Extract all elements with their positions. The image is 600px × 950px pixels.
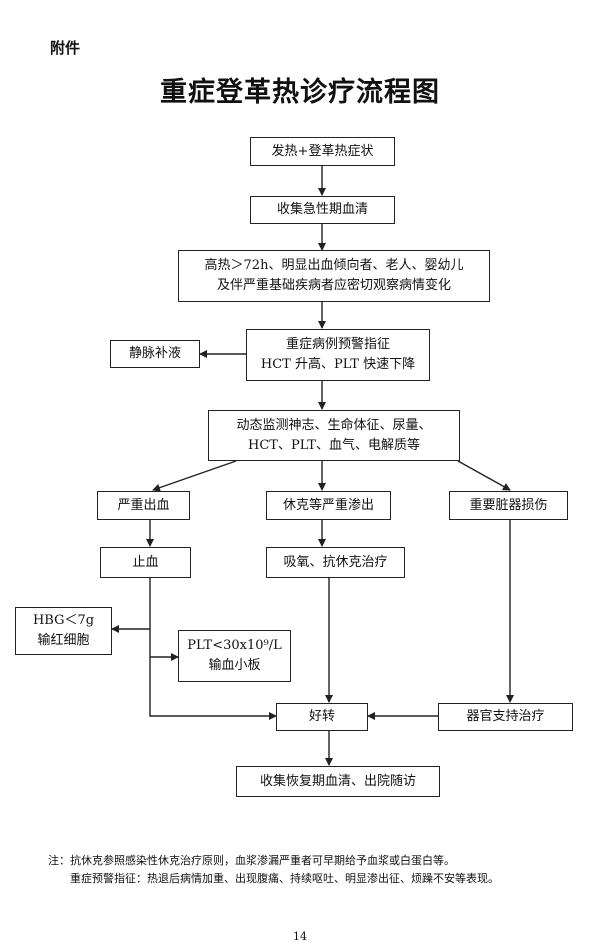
- footnote-line-2: 重症预警指征：热退后病情加重、出现腹痛、持续呕吐、明显渗出征、烦躁不安等表现。: [70, 872, 499, 885]
- platelet-line-1: PLT<30x10⁹/L: [187, 638, 282, 653]
- warning-line-1: 重症病例预警指征: [285, 337, 390, 352]
- footnote-line-1: 注：抗休克参照感染性休克治疗原则，血浆渗漏严重者可早期给予血浆或白蛋白等。: [48, 854, 455, 867]
- observation-line-1: 高热＞72h、明显出血倾向者、老人、婴幼儿: [204, 258, 464, 273]
- observation-criteria-box: 高热＞72h、明显出血倾向者、老人、婴幼儿 及伴严重基础疾病者应密切观察病情变化: [178, 250, 490, 302]
- organ-support-label: 器官支持治疗: [466, 709, 545, 724]
- platelet-line-2: 输血小板: [208, 658, 261, 673]
- recovery-followup-label: 收集恢复期血清、出院随访: [259, 773, 416, 789]
- iv-fluids-label: 静脉补液: [128, 346, 181, 361]
- hemostasis-box: 止血: [100, 547, 191, 578]
- organ-damage-label: 重要脏器损伤: [469, 497, 548, 513]
- anti-shock-box: 吸氧、抗休克治疗: [266, 547, 405, 578]
- page-number: 14: [293, 930, 307, 943]
- organ-damage-box: 重要脏器损伤: [449, 491, 568, 520]
- severe-bleeding-box: 严重出血: [97, 491, 190, 520]
- hbg-line-2: 输红细胞: [37, 633, 90, 648]
- hbg-transfusion-box: HBG＜7g 输红细胞: [15, 607, 112, 655]
- severe-leakage-box: 休克等严重渗出: [266, 491, 391, 520]
- dynamic-monitoring-box: 动态监测神志、生命体征、尿量、 HCT、PLT、血气、电解质等: [208, 410, 460, 461]
- collect-acute-serum-box: 收集急性期血清: [250, 196, 395, 224]
- anti-shock-label: 吸氧、抗休克治疗: [283, 554, 388, 570]
- arrow-monitor-to-organ: [457, 460, 511, 491]
- recovery-followup-box: 收集恢复期血清、出院随访: [236, 766, 440, 797]
- improvement-label: 好转: [308, 709, 335, 724]
- fever-symptoms-label: 发热+登革热症状: [271, 143, 374, 159]
- warning-line-2: HCT 升高、PLT 快速下降: [260, 357, 416, 372]
- improvement-box: 好转: [276, 703, 368, 731]
- page-title: 重症登革热诊疗流程图: [160, 77, 440, 108]
- organ-support-box: 器官支持治疗: [438, 703, 573, 731]
- attachment-label: 附件: [50, 39, 81, 57]
- monitoring-line-1: 动态监测神志、生命体征、尿量、: [236, 417, 432, 433]
- hemostasis-label: 止血: [132, 554, 159, 570]
- iv-fluids-box: 静脉补液: [110, 340, 200, 368]
- arrow-monitor-to-bleeding: [152, 460, 237, 492]
- warning-signs-box: 重症病例预警指征 HCT 升高、PLT 快速下降: [246, 329, 430, 381]
- collect-acute-serum-label: 收集急性期血清: [276, 202, 368, 217]
- line-hemostasis-down: [149, 578, 277, 720]
- severe-bleeding-label: 严重出血: [117, 497, 170, 513]
- hbg-line-1: HBG＜7g: [32, 613, 95, 628]
- monitoring-line-2: HCT、PLT、血气、电解质等: [248, 437, 420, 453]
- footnotes: 注：抗休克参照感染性休克治疗原则，血浆渗漏严重者可早期给予血浆或白蛋白等。 重症…: [48, 852, 499, 888]
- observation-line-2: 及伴严重基础疾病者应密切观察病情变化: [216, 278, 451, 293]
- platelet-transfusion-box: PLT<30x10⁹/L 输血小板: [178, 630, 291, 682]
- fever-symptoms-box: 发热+登革热症状: [250, 137, 395, 166]
- severe-leakage-label: 休克等严重渗出: [282, 497, 374, 513]
